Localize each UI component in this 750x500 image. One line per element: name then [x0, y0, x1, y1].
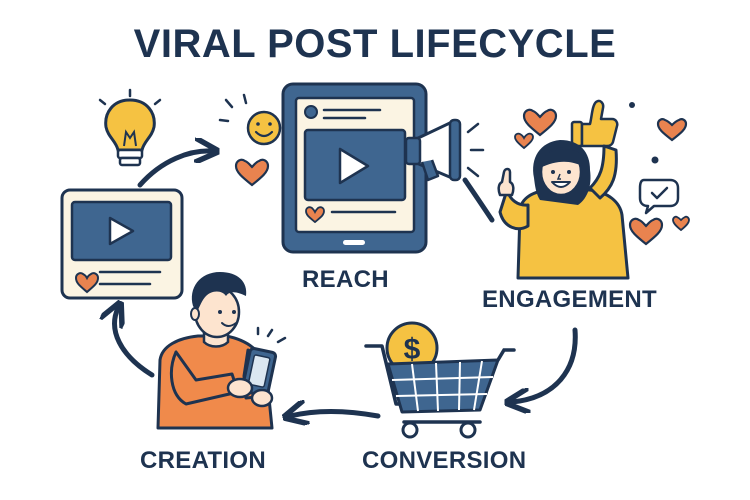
megaphone-icon — [404, 118, 485, 182]
heart-icon — [628, 217, 664, 246]
arrow-conversion-to-creation — [290, 412, 381, 417]
arrow-engagement-to-conversion — [512, 327, 578, 402]
dot-icon — [651, 156, 659, 164]
tablet-icon — [281, 82, 428, 254]
heart-icon — [672, 215, 690, 232]
stage-label-creation: CREATION — [140, 447, 266, 474]
coin-icon: $ — [385, 321, 439, 375]
heart-icon — [234, 158, 270, 187]
chat-check-icon — [638, 178, 680, 215]
lightbulb-icon — [98, 88, 162, 167]
smiley-icon — [218, 93, 282, 146]
diagram-title: VIRAL POST LIFECYCLE — [133, 22, 617, 66]
arrow-reach-to-engagement — [462, 177, 495, 223]
shopping-cart-icon — [364, 344, 516, 439]
heart-icon — [522, 108, 558, 137]
stage-label-reach: REACH — [302, 266, 389, 293]
heart-icon — [514, 132, 534, 150]
arrow-creation-to-post — [115, 308, 155, 378]
thumbs-up-icon — [570, 99, 619, 148]
stage-label-engagement: ENGAGEMENT — [482, 286, 658, 313]
woman-figure — [497, 140, 630, 280]
post-card — [60, 188, 184, 300]
stage-label-conversion: CONVERSION — [362, 447, 527, 474]
heart-icon — [656, 118, 688, 142]
arrow-post-to-reach — [137, 151, 212, 188]
dot-icon — [629, 102, 635, 108]
heart-icon — [74, 272, 100, 294]
coin-symbol: $ — [404, 333, 421, 366]
man-figure — [156, 272, 287, 430]
